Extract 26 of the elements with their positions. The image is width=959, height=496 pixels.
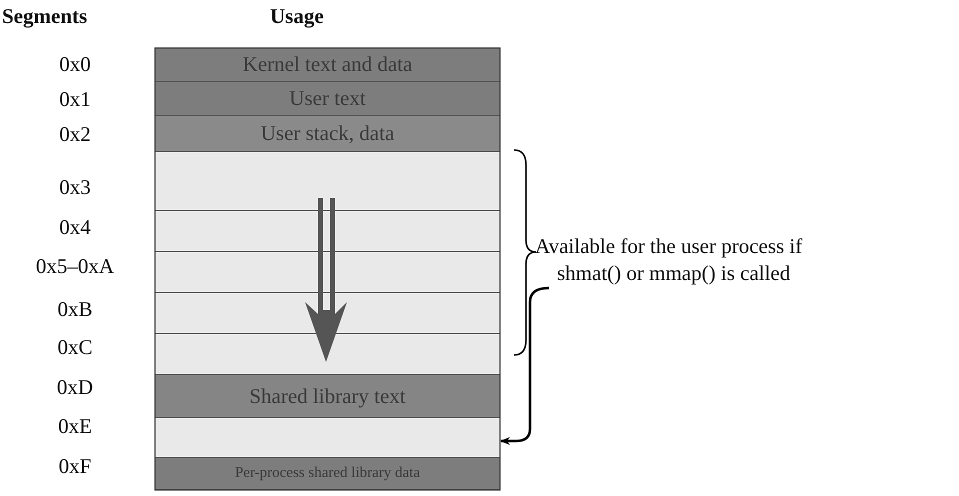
segment-address: 0x1: [58, 87, 92, 112]
memory-segment-row: Kernel text and data: [155, 48, 500, 82]
memory-segment-row: Shared library text: [155, 375, 500, 418]
empty-segment-row: [155, 293, 500, 334]
memory-segment-row: User text: [155, 82, 500, 116]
segment-address: 0x2: [58, 122, 92, 147]
segment-address: 0xC: [56, 335, 94, 360]
segment-address: 0x4: [58, 215, 92, 240]
annotation-text: Available for the user process if shmat() or mmap() is called: [535, 233, 842, 287]
memory-segment-row: Per-process shared library data: [155, 458, 500, 490]
segment-address: 0xF: [58, 454, 92, 479]
segment-address: 0xE: [57, 414, 93, 439]
segment-address: 0x5–0xA: [34, 254, 116, 279]
empty-segment-row: [155, 152, 500, 211]
empty-segment-row: [155, 418, 500, 458]
column-heading: Segments: [2, 4, 88, 29]
column-heading: Usage: [270, 4, 324, 29]
arrow: [500, 286, 550, 445]
empty-segment-row: [155, 211, 500, 252]
empty-segment-row: [155, 334, 500, 375]
segment-address: 0x3: [58, 175, 92, 200]
segment-address: 0xD: [56, 375, 94, 400]
segment-address: 0xB: [56, 297, 94, 322]
segment-address: 0x0: [58, 52, 92, 77]
empty-segment-row: [155, 252, 500, 293]
memory-segment-row: User stack, data: [155, 116, 500, 152]
